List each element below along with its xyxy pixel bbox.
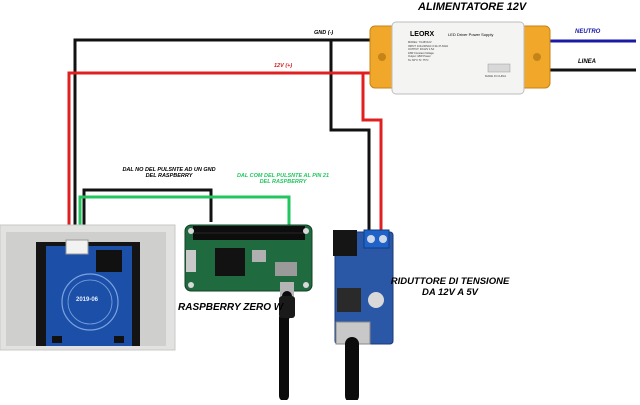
spec-line: OUTPUT: DC12V 1.5A xyxy=(408,48,435,52)
spec-line: Ta: 60°C Tc: 75°C xyxy=(408,58,429,62)
spec-line: MODEL: YG15V12V xyxy=(408,41,432,44)
wire-com-button xyxy=(78,195,291,246)
reader-chip-text: 2019-06 xyxy=(76,297,99,303)
power-supply-product: LED Driver Power Supply xyxy=(448,32,494,37)
power-supply-made-in: MADE IN CHINA xyxy=(485,74,507,78)
reader-antenna xyxy=(61,273,119,331)
wire-12v-reducer xyxy=(361,71,383,230)
no-button-label-line2: DEL RASPBERRY xyxy=(145,173,193,180)
linea-label: LINEA xyxy=(578,59,596,65)
gnd-label: GND (-) xyxy=(314,30,334,36)
wire-gnd-reducer xyxy=(329,38,372,230)
spec-line: 18W Constant Voltage xyxy=(408,51,434,55)
power-supply-brand: LEORX xyxy=(410,31,435,38)
sd-slot xyxy=(186,250,196,272)
com-button-label-line1: DAL COM DEL PULSNTE AL PIN 21 xyxy=(236,173,330,179)
spec-line: INPUT: 100-240VAC 0.3A 47-63Hz xyxy=(408,44,449,48)
reducer-inductor xyxy=(337,288,361,312)
com-button-label: DAL COM DEL PULSNTE AL PIN 21 DEL RASPBE… xyxy=(220,173,346,186)
reducer-label: RIDUTTORE DI TENSIONE DA 12V A 5V xyxy=(385,276,515,299)
wire-no-button xyxy=(82,188,213,246)
voltage-reducer xyxy=(333,229,394,345)
power-supply xyxy=(369,21,551,95)
reducer-terminal xyxy=(363,229,390,249)
raspberry-pi xyxy=(184,224,313,296)
neutro-label: NEUTRO xyxy=(575,29,601,35)
power-supply-body xyxy=(391,21,525,95)
no-button-label: DAL NO DEL PULSNTE AD UN GND DEL RASPBER… xyxy=(96,167,242,180)
reader-connector xyxy=(65,239,89,255)
reducer-label-line2: DA 12V A 5V xyxy=(422,286,478,298)
com-button-label-line2: DEL RASPBERRY xyxy=(259,179,307,186)
power-supply-title: ALIMENTATORE 12V xyxy=(418,1,527,13)
cpu-chip xyxy=(215,248,245,276)
no-button-label-line1: DAL NO DEL PULSNTE AD UN GND xyxy=(122,167,216,173)
reducer-label-line1: RIDUTTORE DI TENSIONE xyxy=(390,276,510,287)
wire-12v xyxy=(67,71,372,258)
rfid-reader xyxy=(0,224,176,351)
wire-gnd xyxy=(73,38,372,258)
power-supply-specs: MODEL: YG15V12V INPUT: 100-240VAC 0.3A 4… xyxy=(408,41,488,63)
12v-label: 12V (+) xyxy=(274,63,293,69)
reducer-dc-jack xyxy=(333,230,357,256)
spec-line: Output: 18W Power xyxy=(408,55,431,59)
raspberry-label: RASPBERRY ZERO W xyxy=(178,302,284,313)
